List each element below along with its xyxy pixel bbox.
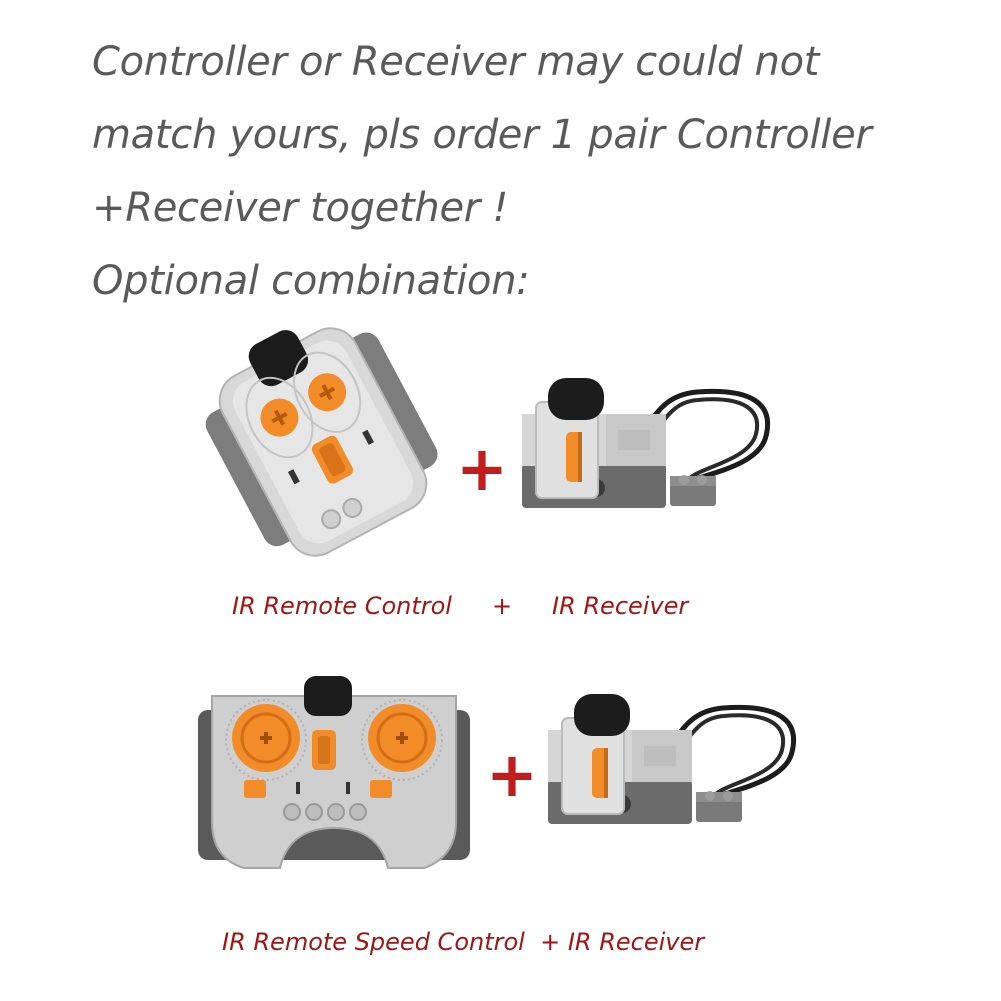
- combo-2-caption: IR Remote Speed Control + IR Receiver: [222, 928, 705, 956]
- headline-text: Controller or Receiver may could not mat…: [92, 26, 972, 318]
- plus-sign: +: [456, 432, 508, 505]
- headline-line-2: match yours, pls order 1 pair Controller: [92, 112, 872, 158]
- headline-line-4: Optional combination:: [92, 258, 530, 304]
- ir-receiver-icon: [548, 694, 796, 824]
- combo-1-caption-right: IR Receiver: [552, 592, 689, 620]
- ir-receiver-icon: [522, 378, 770, 508]
- plus-sign: +: [486, 738, 538, 811]
- ir-remote-speed-control-icon: [198, 676, 470, 869]
- combo-1-caption-plus: +: [492, 592, 513, 620]
- headline-line-3: +Receiver together !: [92, 185, 509, 231]
- headline-line-1: Controller or Receiver may could not: [92, 39, 820, 85]
- combo-1-caption-left: IR Remote Control: [232, 592, 452, 620]
- ir-remote-control-icon: [205, 327, 438, 557]
